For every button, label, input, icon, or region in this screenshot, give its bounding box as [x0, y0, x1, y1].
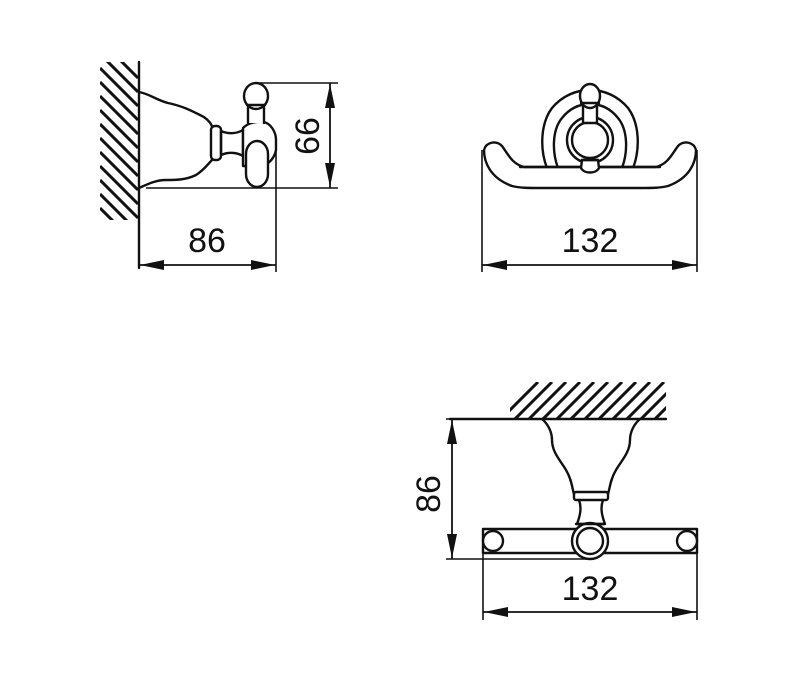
- front-width-label: 132: [562, 222, 619, 260]
- side-collar: [209, 124, 223, 162]
- side-lower-hook: [244, 139, 270, 189]
- top-view: 86 132: [410, 382, 699, 620]
- side-base-profile: [137, 90, 214, 190]
- top-right-knob: [675, 529, 699, 553]
- front-inner-ring: [570, 120, 610, 160]
- top-neck: [575, 498, 607, 526]
- top-base-profile: [540, 417, 642, 496]
- front-view: 132: [481, 82, 698, 272]
- top-collar: [572, 490, 610, 502]
- side-view: 66 86: [100, 60, 338, 272]
- side-neck: [219, 128, 245, 158]
- top-center-ring: [575, 526, 605, 556]
- top-left-knob: [481, 529, 505, 553]
- front-bottom-knob: [579, 158, 601, 174]
- top-depth-label: 86: [410, 475, 448, 513]
- front-top-knob: [578, 82, 602, 110]
- side-depth-label: 86: [188, 222, 226, 260]
- top-wall-hatching: [510, 382, 666, 418]
- wall-hatching: [100, 62, 138, 220]
- side-height-label: 66: [289, 117, 327, 155]
- top-width-label: 132: [562, 570, 619, 608]
- front-hook-bar: [482, 141, 698, 190]
